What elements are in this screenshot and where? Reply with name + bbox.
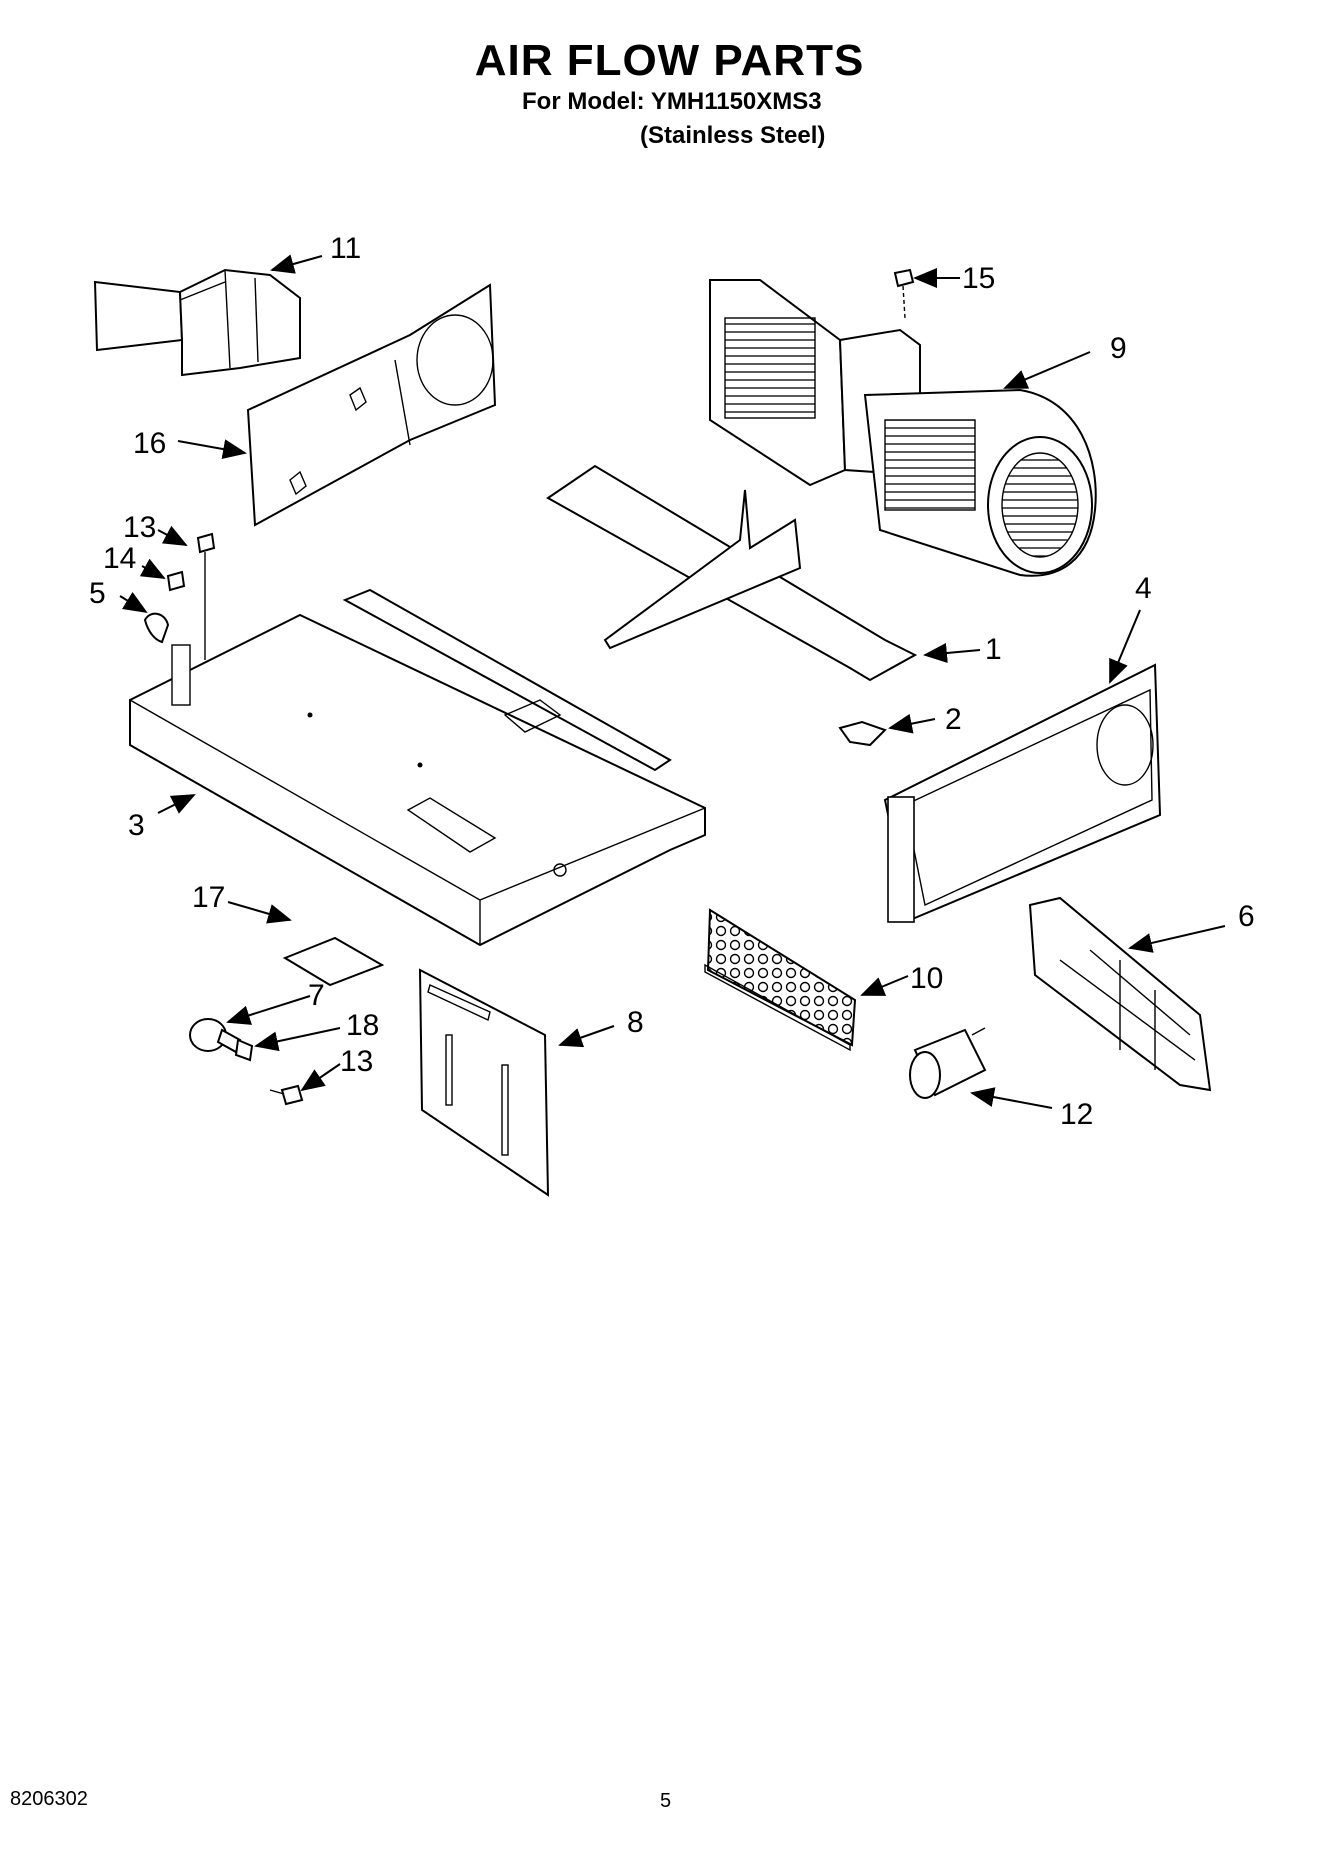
part-3-base-plate [129,588,706,947]
page-title: AIR FLOW PARTS [474,36,865,85]
leader-lines [119,254,1226,1109]
callout-12: 12 [1060,1098,1093,1131]
callout-6: 6 [1238,900,1255,933]
callout-3: 3 [128,809,145,842]
callout-16: 16 [133,427,166,460]
part-2-clip [838,720,887,747]
part-12-capacitor [909,1027,987,1099]
part-1-air-guide [546,464,918,682]
part-13-screw-lower [269,1084,304,1106]
callout-18: 18 [346,1009,379,1042]
callout-9: 9 [1110,332,1127,365]
callout-15: 15 [962,262,995,295]
part-17-pad [282,936,385,987]
callout-2: 2 [945,703,962,736]
callout-4: 4 [1135,572,1152,605]
part-9-blower-motor [709,279,1097,577]
model-line: For Model: YMH1150XMS3 [522,88,822,115]
callout-8: 8 [627,1006,644,1039]
variant-line: (Stainless Steel) [640,122,826,149]
part-16-damper-plate [246,283,497,527]
document-number: 8206302 [10,1788,88,1810]
callout-13-upper: 13 [123,511,156,544]
part-15-screw [893,268,915,319]
part-8-cover-plate [418,968,550,1197]
part-4-filter-frame [883,663,1162,923]
part-11-duct-adapter [93,268,301,377]
part-14-screw [166,570,186,592]
part-6-grease-filter [1028,896,1212,1092]
callout-7: 7 [308,979,325,1012]
part-10-grille [704,908,857,1052]
page-number: 5 [660,1790,672,1812]
callout-labels: 11 15 9 16 13 14 5 1 4 2 3 17 6 10 7 8 1… [89,232,1255,1131]
callout-10: 10 [910,962,943,995]
callout-13-lower: 13 [340,1045,373,1078]
callout-14: 14 [103,542,136,575]
callout-17: 17 [192,881,225,914]
callout-11: 11 [330,232,361,265]
part-5-bracket [143,612,170,644]
callout-5: 5 [89,577,106,610]
part-7-lamp [189,1018,242,1054]
part-13-screw-upper [196,532,216,660]
part-18-lamp-socket [234,1038,254,1062]
callout-1: 1 [985,633,1002,666]
